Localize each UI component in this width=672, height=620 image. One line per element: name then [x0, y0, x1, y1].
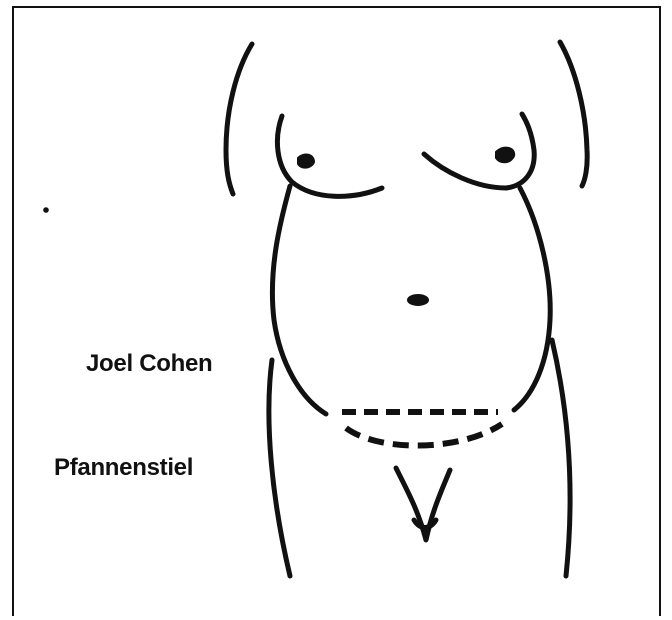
right-arm-outline — [560, 42, 587, 186]
pfannenstiel-incision-line — [346, 424, 502, 446]
left-nipple-mark — [298, 155, 314, 168]
left-thigh-outline — [269, 360, 290, 576]
joel-cohen-label: Joel Cohen — [86, 350, 212, 378]
right-torso-outline — [514, 188, 550, 410]
right-thigh-outline — [552, 340, 570, 576]
groin-inner-outline — [414, 520, 436, 528]
stray-mark — [44, 208, 48, 212]
right-nipple-mark — [496, 148, 514, 163]
navel-mark — [408, 295, 428, 305]
pfannenstiel-label: Pfannenstiel — [54, 454, 193, 482]
right-breast-outline — [424, 114, 534, 188]
left-arm-outline — [226, 44, 252, 194]
left-breast-outline — [277, 116, 382, 196]
left-torso-outline — [272, 186, 326, 414]
